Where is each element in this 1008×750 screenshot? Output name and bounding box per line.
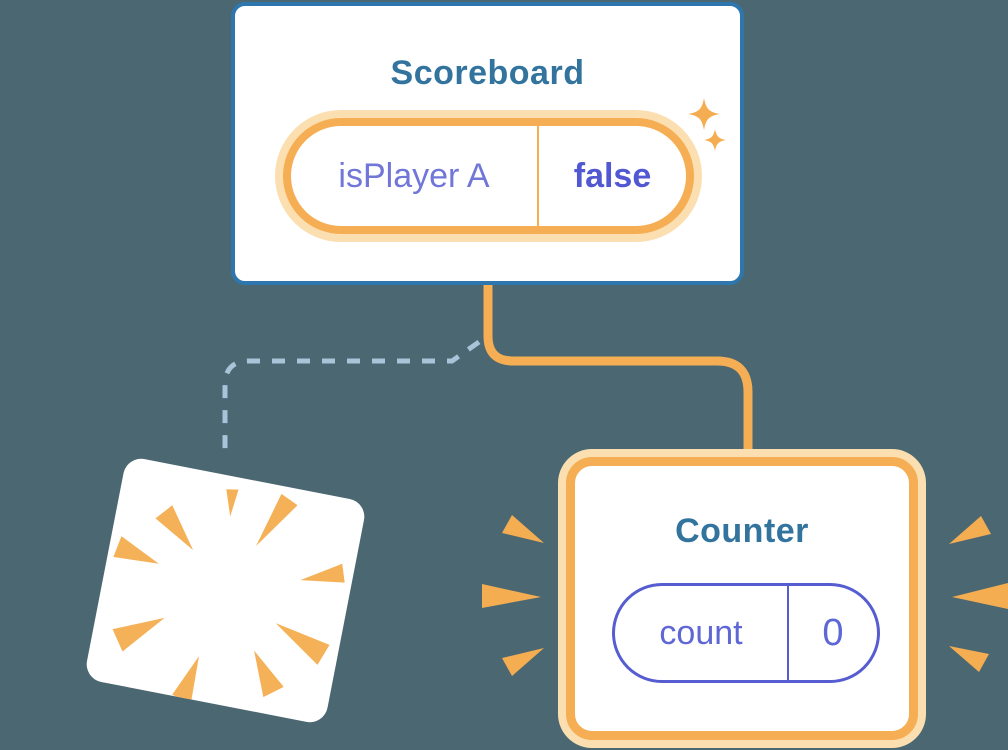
counter-state-label: count	[615, 586, 789, 680]
scoreboard-state-pill: isPlayer A false	[283, 118, 694, 234]
state-value: false	[573, 156, 652, 195]
destroyed-card	[83, 455, 368, 726]
emphasis-rays-right-icon	[949, 516, 1008, 672]
emphasis-rays-left-icon	[482, 515, 544, 676]
counter-state-pill: count 0	[612, 583, 880, 683]
counter-title: Counter	[675, 512, 809, 550]
scoreboard-title: Scoreboard	[390, 54, 585, 92]
dashed-connector-line	[222, 339, 481, 459]
starburst-poof-icon	[112, 489, 345, 703]
counter-state-value: 0	[822, 611, 844, 654]
state-label: isPlayer A	[291, 126, 539, 226]
scoreboard-card: Scoreboard isPlayer A false	[231, 2, 744, 285]
sparkles-icon	[688, 98, 726, 151]
counter-card: Counter count 0	[566, 457, 918, 740]
orange-connector-line	[483, 283, 753, 458]
